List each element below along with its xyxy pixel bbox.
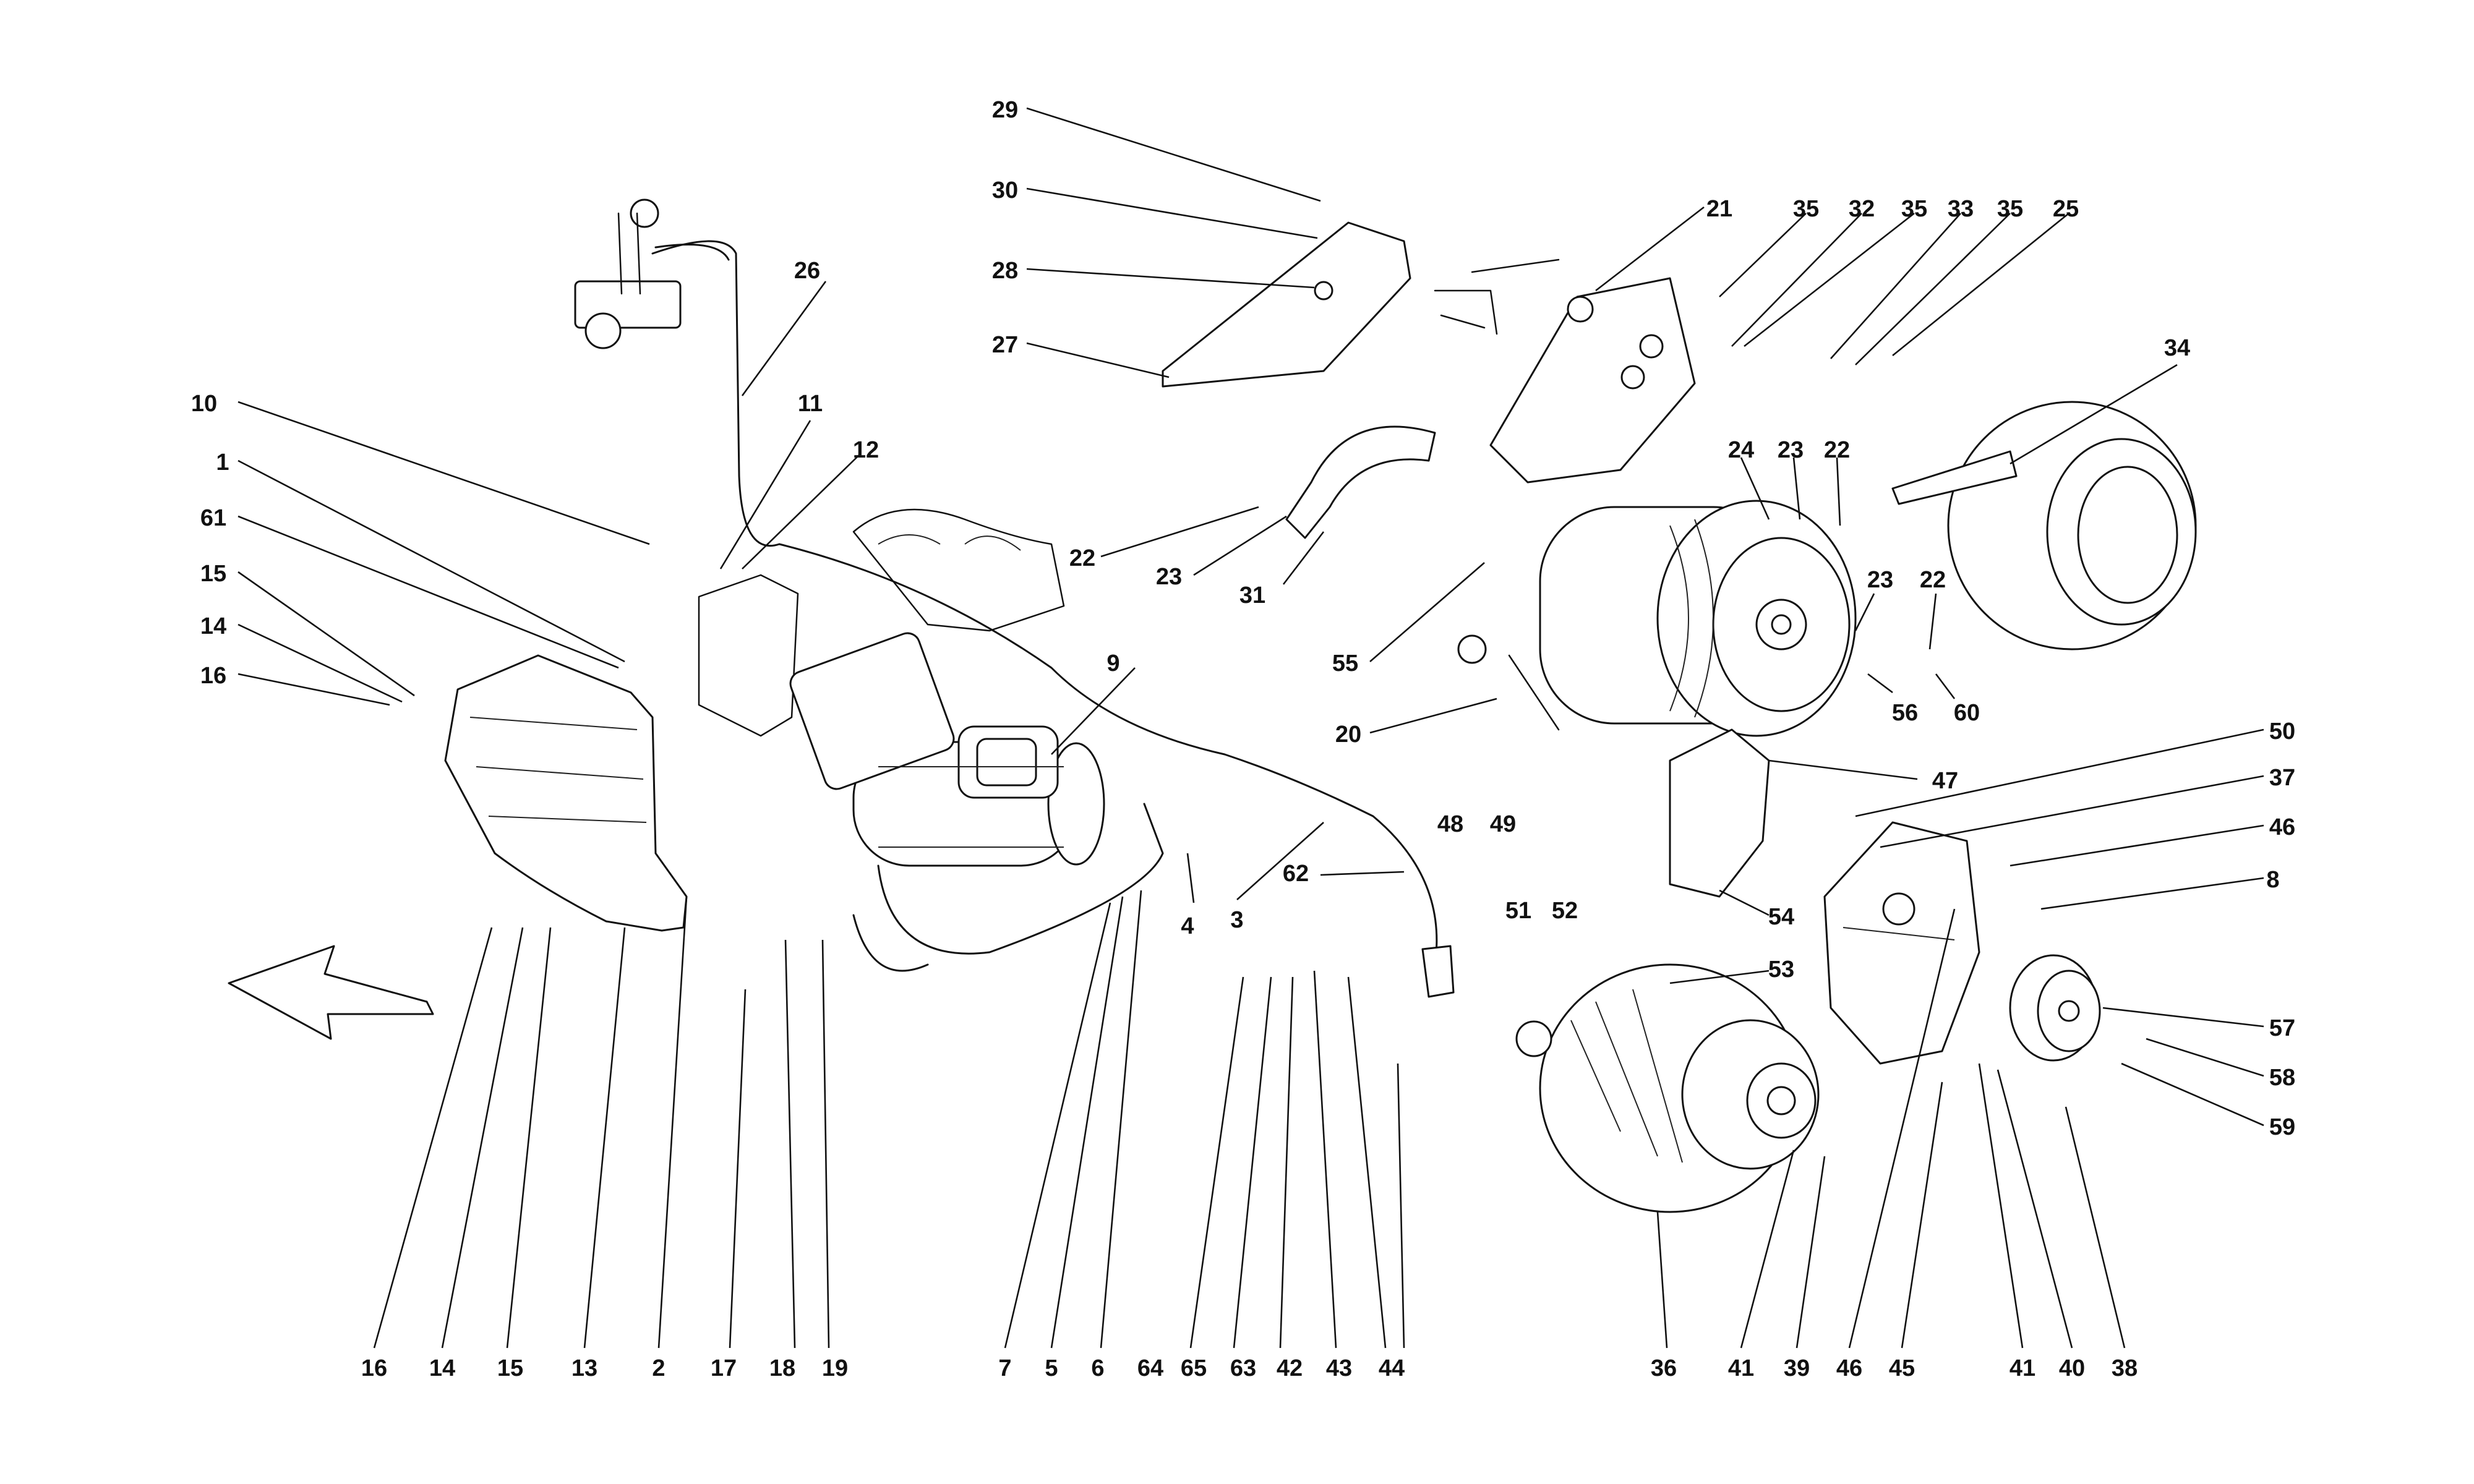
callout-31: 31: [1239, 582, 1265, 608]
cover-plate-27: [1162, 221, 1411, 388]
callout-33: 33: [1948, 196, 1974, 222]
callout-22-lower: 22: [1920, 567, 1946, 593]
callout-52: 52: [1552, 898, 1578, 924]
callout-27: 27: [992, 332, 1018, 358]
callout-3: 3: [1230, 907, 1243, 933]
callout-32: 32: [1849, 196, 1875, 222]
callout-35-c: 35: [1997, 196, 2023, 222]
callout-36: 36: [1651, 1355, 1677, 1381]
callout-44: 44: [1379, 1355, 1405, 1381]
callout-48: 48: [1437, 811, 1463, 837]
callout-57: 57: [2269, 1015, 2295, 1041]
callout-35-a: 35: [1793, 196, 1819, 222]
callout-2: 2: [652, 1355, 665, 1381]
alternator-36: [1515, 963, 1820, 1213]
callout-53: 53: [1768, 957, 1794, 983]
callout-23-left: 23: [1156, 564, 1182, 590]
callout-65: 65: [1181, 1355, 1207, 1381]
tensioner-bracket-37: [1823, 821, 1980, 1065]
callout-43: 43: [1326, 1355, 1352, 1381]
callout-7: 7: [998, 1355, 1011, 1381]
callout-9: 9: [1106, 650, 1119, 676]
callout-40: 40: [2059, 1355, 2085, 1381]
callout-61: 61: [200, 505, 226, 531]
callout-47: 47: [1932, 768, 1958, 794]
ac-compressor: [1457, 500, 1857, 737]
callout-50: 50: [2269, 719, 2295, 744]
callout-15-lower: 15: [497, 1355, 523, 1381]
callout-54: 54: [1768, 904, 1794, 930]
callout-63: 63: [1230, 1355, 1256, 1381]
callout-60: 60: [1954, 700, 1980, 726]
ground-cable-26: [574, 198, 1455, 998]
callout-14-upper: 14: [200, 613, 226, 639]
callout-22-left: 22: [1069, 545, 1095, 571]
callout-26: 26: [794, 258, 820, 284]
callout-12: 12: [853, 437, 879, 463]
direction-arrow: [228, 945, 434, 1040]
callout-37: 37: [2269, 765, 2295, 791]
callout-4: 4: [1181, 913, 1194, 939]
callout-62: 62: [1283, 861, 1309, 887]
callout-13: 13: [571, 1355, 597, 1381]
starter-cable: [852, 803, 1164, 972]
callout-55: 55: [1332, 650, 1358, 676]
callout-6: 6: [1091, 1355, 1104, 1381]
engine-block-outline: [698, 508, 1065, 737]
callout-23-upper: 23: [1778, 437, 1804, 463]
callout-18: 18: [769, 1355, 795, 1381]
callout-8: 8: [2266, 867, 2279, 893]
callout-30: 30: [992, 177, 1018, 203]
callout-11: 11: [798, 391, 823, 417]
callout-42: 42: [1277, 1355, 1303, 1381]
callout-28: 28: [992, 258, 1018, 284]
callout-20: 20: [1335, 722, 1361, 748]
callout-64: 64: [1137, 1355, 1163, 1381]
callout-38: 38: [2112, 1355, 2138, 1381]
callout-41-right: 41: [2010, 1355, 2035, 1381]
belt-pulley-34: [1891, 401, 2197, 650]
callout-39: 39: [1784, 1355, 1810, 1381]
callout-46-right: 46: [2269, 814, 2295, 840]
callout-34: 34: [2164, 335, 2190, 361]
callout-19: 19: [822, 1355, 848, 1381]
bracket-31: [1285, 425, 1436, 539]
callout-41-left: 41: [1728, 1355, 1754, 1381]
callout-45: 45: [1889, 1355, 1915, 1381]
callout-51: 51: [1505, 898, 1531, 924]
callout-17: 17: [711, 1355, 737, 1381]
callout-46-lower: 46: [1836, 1355, 1862, 1381]
callout-5: 5: [1045, 1355, 1058, 1381]
callout-59: 59: [2269, 1114, 2295, 1140]
callout-labels: 10 1 61 15 14 16 26 11 12 9 16 14 15 13 …: [191, 97, 2295, 1381]
callout-10: 10: [191, 391, 217, 417]
callout-35-b: 35: [1901, 196, 1927, 222]
callout-1: 1: [216, 450, 229, 475]
callout-56: 56: [1892, 700, 1918, 726]
callout-16-lower: 16: [361, 1355, 387, 1381]
heat-shield-13: [444, 654, 688, 932]
callout-14-lower: 14: [429, 1355, 455, 1381]
callout-22-upper: 22: [1824, 437, 1850, 463]
callout-49: 49: [1490, 811, 1516, 837]
callout-23-lower: 23: [1867, 567, 1893, 593]
callout-25: 25: [2053, 196, 2079, 222]
callout-58: 58: [2269, 1065, 2295, 1091]
callout-24: 24: [1728, 437, 1754, 463]
leader-lines: [238, 107, 2264, 1349]
callout-16-upper: 16: [200, 663, 226, 689]
starter-motor-9: [789, 632, 1105, 867]
ac-bracket-21: [1434, 258, 1696, 484]
callout-29: 29: [992, 97, 1018, 123]
idler-pulley-57: [2009, 954, 2101, 1062]
callout-21: 21: [1706, 196, 1732, 222]
alternator-bracket-47: [1669, 728, 1770, 898]
callout-15-upper: 15: [200, 561, 226, 587]
